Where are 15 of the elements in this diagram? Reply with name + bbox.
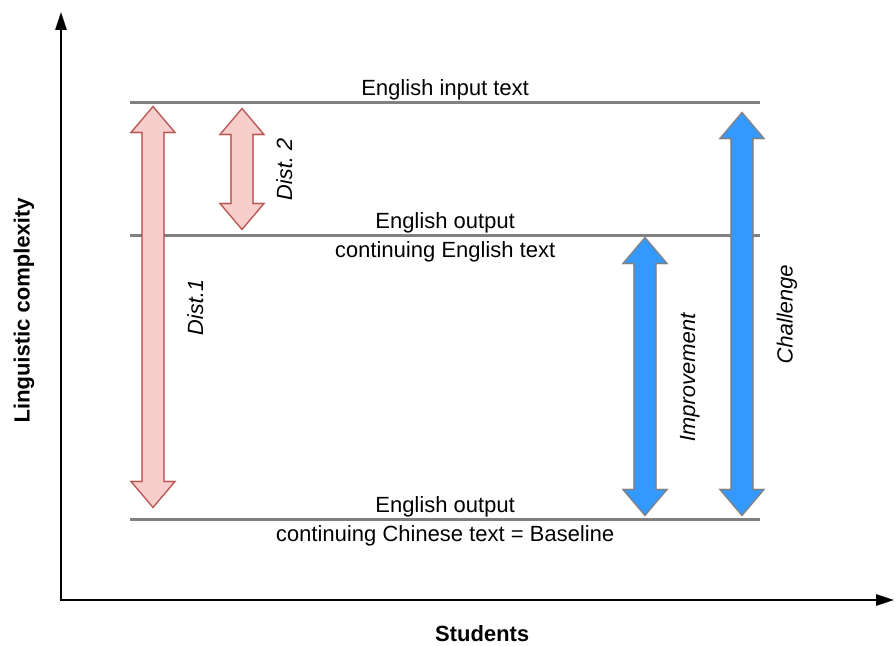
double-arrow bbox=[129, 105, 177, 509]
edge-label: Dist.1 bbox=[183, 278, 210, 336]
level-label: continuing English text bbox=[334, 237, 556, 263]
double-arrow bbox=[621, 236, 669, 517]
double-arrow bbox=[218, 107, 266, 231]
double-arrow bbox=[718, 111, 766, 517]
level-label: continuing Chinese text = Baseline bbox=[274, 521, 616, 547]
edge-label: Improvement bbox=[675, 312, 702, 441]
level-label: English output bbox=[374, 208, 516, 234]
level-label: English input text bbox=[360, 75, 530, 101]
axis-title: Students bbox=[435, 621, 530, 646]
edge-label: Dist. 2 bbox=[272, 138, 298, 200]
level-label: English output bbox=[374, 492, 516, 518]
axis-title: Linguistic complexity bbox=[8, 198, 35, 422]
edge-label: Challenge bbox=[772, 264, 798, 364]
